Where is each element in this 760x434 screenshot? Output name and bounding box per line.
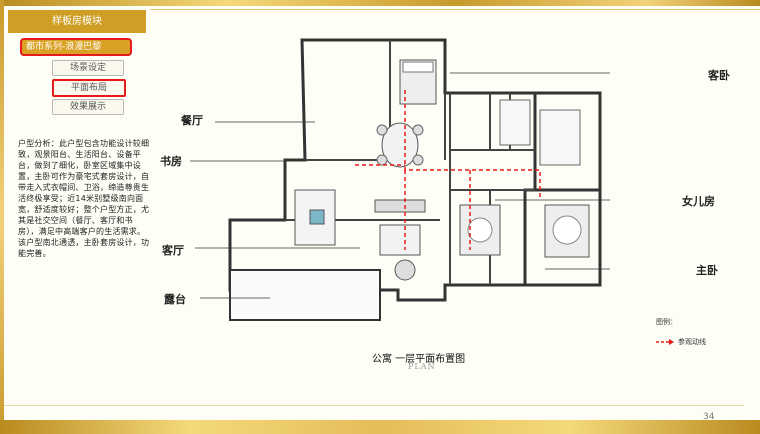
legend-title: 图例： bbox=[656, 318, 677, 326]
floor-plan-drawing bbox=[190, 38, 610, 321]
menu-item-effects[interactable]: 效果展示 bbox=[52, 99, 124, 115]
header-rule bbox=[150, 9, 760, 10]
page-number: 34 bbox=[703, 412, 715, 422]
footer-rule bbox=[4, 405, 744, 406]
menu-item-scene[interactable]: 场景设定 bbox=[52, 60, 124, 76]
top-gold-border bbox=[0, 0, 760, 6]
legend-route-label: 参观动线 bbox=[678, 338, 706, 346]
module-title: 样板房模块 bbox=[8, 10, 146, 33]
label-guest-bedroom: 客卧 bbox=[708, 69, 730, 82]
label-dining: 餐厅 bbox=[181, 114, 203, 127]
menu-item-layout[interactable]: 平面布局 bbox=[52, 79, 126, 97]
unit-analysis-text: 户型分析：此户型包含功能设计较细致，观景阳台、生活阳台、设备平台，做到了细化，卧… bbox=[18, 139, 150, 258]
plan-title: 公寓 一层平面布置图 bbox=[372, 354, 466, 365]
label-daughter-room: 女儿房 bbox=[682, 195, 715, 208]
bottom-gold-border bbox=[0, 420, 760, 434]
label-master-bedroom: 主卧 bbox=[696, 264, 718, 277]
label-study: 书房 bbox=[160, 155, 182, 168]
terrace-area bbox=[229, 269, 381, 321]
menu-item-series[interactable]: 都市系列-浪漫巴黎 bbox=[20, 38, 132, 56]
route-legend-swatch bbox=[656, 339, 674, 345]
label-living: 客厅 bbox=[162, 244, 184, 257]
plan-subtitle: PLAN bbox=[408, 362, 436, 371]
label-terrace: 露台 bbox=[164, 293, 186, 306]
left-gold-border bbox=[0, 0, 4, 434]
